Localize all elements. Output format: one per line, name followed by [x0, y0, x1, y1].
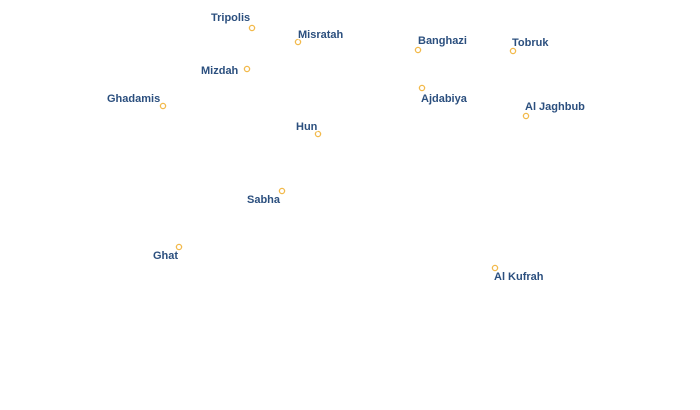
- city-marker-icon[interactable]: [175, 243, 183, 251]
- city-label: Misratah: [298, 29, 344, 41]
- city-marker-icon[interactable]: [491, 264, 499, 272]
- city-label: Sabha: [247, 194, 281, 206]
- city-al-jaghbub[interactable]: Al Jaghbub: [522, 100, 587, 120]
- city-ajdabiya[interactable]: Ajdabiya: [418, 84, 469, 107]
- city-marker-icon[interactable]: [159, 102, 167, 110]
- city-label: Tripolis: [211, 12, 250, 24]
- city-al-kufrah[interactable]: Al Kufrah: [491, 264, 545, 285]
- city-label: Al Kufrah: [494, 271, 544, 283]
- city-sabha[interactable]: Sabha: [246, 187, 286, 208]
- city-marker-icon[interactable]: [294, 38, 302, 46]
- city-marker-icon[interactable]: [509, 47, 517, 55]
- city-label: Mizdah: [201, 65, 239, 77]
- city-marker-icon[interactable]: [278, 187, 286, 195]
- city-ghat[interactable]: Ghat: [152, 243, 183, 264]
- city-label: Al Jaghbub: [525, 101, 585, 113]
- city-label: Ajdabiya: [421, 93, 468, 105]
- city-label: Tobruk: [512, 37, 549, 49]
- city-label: Ghadamis: [107, 93, 160, 105]
- city-label: Hun: [296, 121, 318, 133]
- city-marker-icon[interactable]: [314, 130, 322, 138]
- city-hun[interactable]: Hun: [295, 120, 322, 138]
- city-marker-icon[interactable]: [418, 84, 426, 92]
- city-marker-icon[interactable]: [248, 24, 256, 32]
- city-ghadamis[interactable]: Ghadamis: [106, 92, 167, 110]
- city-marker-icon[interactable]: [243, 65, 251, 73]
- city-marker-icon[interactable]: [522, 112, 530, 120]
- city-banghazi[interactable]: Banghazi: [414, 34, 468, 54]
- city-tobruk[interactable]: Tobruk: [509, 36, 551, 55]
- city-tripolis[interactable]: Tripolis: [210, 11, 256, 32]
- city-misratah[interactable]: Misratah: [294, 28, 345, 46]
- city-label: Banghazi: [418, 35, 467, 47]
- city-label: Ghat: [153, 250, 178, 262]
- city-marker-icon[interactable]: [414, 46, 422, 54]
- city-mizdah[interactable]: Mizdah: [200, 64, 251, 79]
